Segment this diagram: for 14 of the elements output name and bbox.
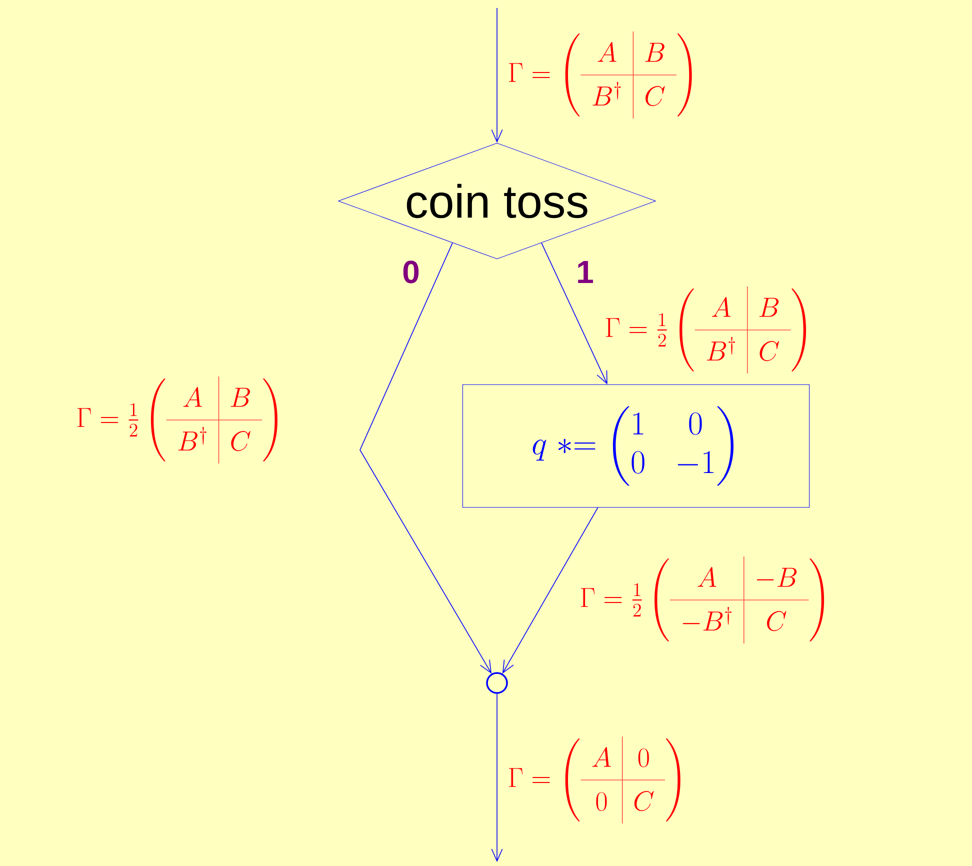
edge-label: 0	[403, 260, 419, 284]
edge-label: $\Gamma = \frac{1}{2}\left(\begin{array}{c|c} A & -B \\ \hline -B^{\dagger} & C \end{array}\right)$	[581, 556, 824, 644]
arrow	[491, 693, 503, 862]
junction-circle	[486, 672, 508, 694]
arrow	[502, 507, 598, 674]
formula-label: $\Gamma = \frac{1}{2}\left(\begin{array}{c|c} A & B \\ \hline B^{\dagger} & C \end{array}\right)$	[77, 376, 278, 464]
arrow	[360, 242, 492, 674]
edge-label: $\Gamma = \left(\begin{array}{c|c} A & B \\ \hline B^{\dagger} & C \end{array}\right)$	[509, 32, 692, 118]
arrow	[491, 8, 503, 143]
edge-label: $\Gamma = \left(\begin{array}{c|c} A & 0 \\ \hline 0 & C \end{array}\right)$	[509, 736, 680, 824]
arrow	[541, 242, 608, 384]
process-box: $q \mathrel{*}= \begin{pmatrix} 1 & 0 \\ 0 & -1 \end{pmatrix}$	[462, 384, 810, 508]
edge-label: 1	[578, 260, 593, 283]
formula-label: $\Gamma = \frac{1}{2}\left(\begin{array}{c|c} A & B \\ \hline B^{\dagger} & C \end{array}\right)$	[606, 286, 806, 374]
